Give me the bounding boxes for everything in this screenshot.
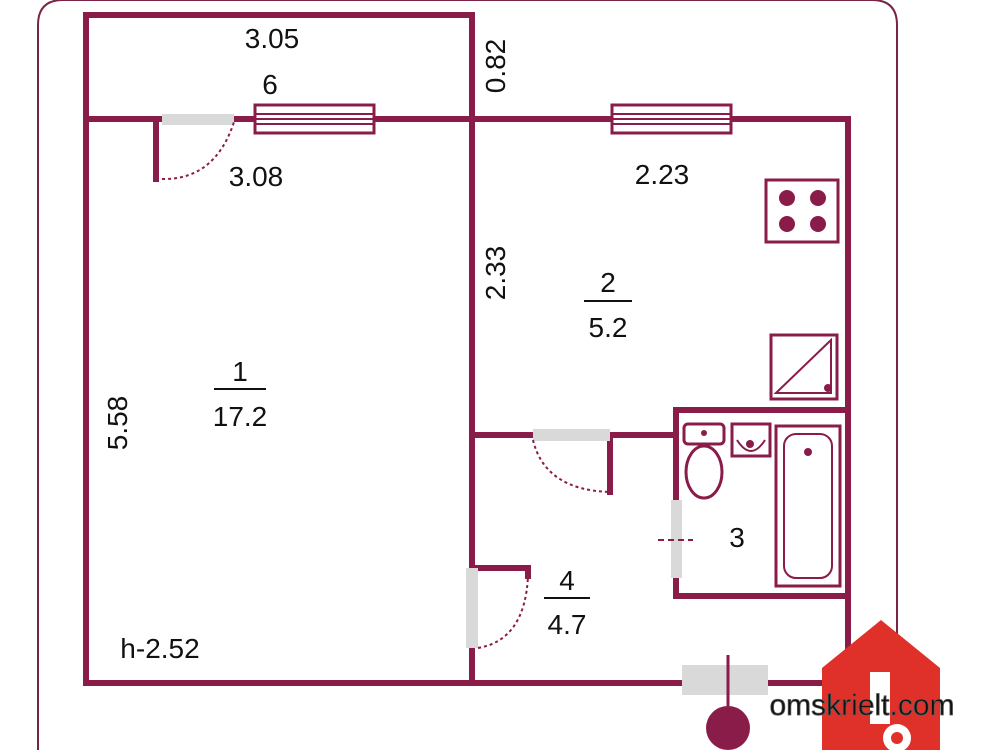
bathtub-icon — [774, 424, 842, 588]
entrance-marker-dot — [706, 706, 750, 750]
ceiling-height-label: h-2.52 — [120, 633, 199, 664]
room1-area: 17.2 — [213, 401, 268, 432]
toilet-icon — [682, 422, 726, 500]
balcony-length-label: 3.05 — [245, 23, 300, 54]
kitchen-number: 2 — [600, 267, 616, 298]
hall-door-leaf — [466, 568, 478, 648]
bathroom-sink-icon — [730, 422, 772, 458]
brand-site-text: omskrielt.com — [769, 689, 954, 722]
room1-number: 1 — [232, 356, 248, 387]
outer-frame — [37, 0, 898, 750]
hallway-area: 4.7 — [548, 609, 587, 640]
room1-side-label: 5.58 — [102, 396, 133, 451]
window-room1 — [253, 103, 376, 135]
balcony-door-leaf — [162, 114, 234, 125]
bathroom-door-leaf — [671, 500, 682, 578]
stove-icon — [764, 178, 840, 244]
window-kitchen — [610, 103, 733, 135]
kitchen-area: 5.2 — [589, 312, 628, 343]
kitchen-top-label: 2.23 — [635, 159, 690, 190]
hallway-number: 4 — [559, 565, 575, 596]
doors — [162, 114, 768, 695]
balcony-number: 6 — [262, 69, 278, 100]
room1-top-label: 3.08 — [229, 161, 284, 192]
kitchen-side-label: 2.33 — [480, 246, 511, 301]
kitchen-sink-icon — [769, 333, 839, 401]
entrance-door-leaf — [682, 665, 768, 695]
kitchen-door-leaf — [533, 429, 610, 441]
balcony-depth-label: 0.82 — [480, 39, 511, 94]
brand-logo-icon — [822, 620, 940, 750]
door-swings — [161, 121, 611, 649]
bathroom-number: 3 — [729, 522, 745, 553]
